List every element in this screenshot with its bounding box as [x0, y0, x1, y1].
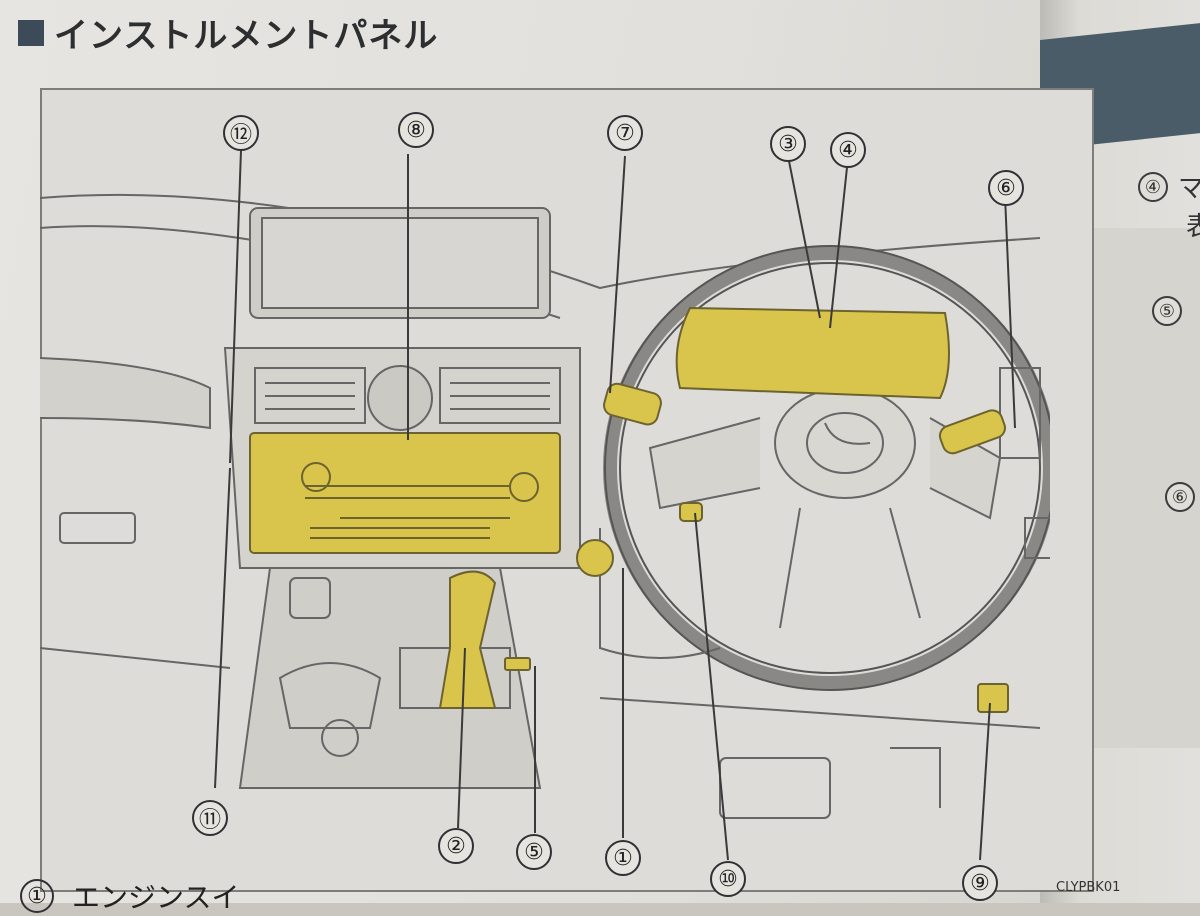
callout-9: ⑨ — [962, 865, 998, 901]
side-text-line2: 表 — [1186, 212, 1200, 242]
description-line-1: ① エンジンスイ — [20, 876, 239, 916]
callout-8: ⑧ — [398, 112, 434, 148]
callout-3: ③ — [770, 126, 806, 162]
callout-4: ④ — [830, 132, 866, 168]
illustration-code: CLYPBK01 — [1056, 880, 1121, 895]
side-callout-6: ⑥ — [1165, 482, 1195, 512]
side-text-4: マ — [1178, 174, 1200, 204]
page-title: インストルメントパネル — [54, 16, 439, 56]
description-text: エンジンスイ — [72, 881, 240, 914]
section-heading: インストルメントパネル — [18, 8, 438, 57]
instrument-panel-illustration — [40, 149, 1050, 861]
callout-11: ⑪ — [192, 800, 228, 836]
side-callout-5: ⑤ — [1152, 296, 1182, 326]
callout-2: ② — [438, 828, 474, 864]
callout-5: ⑤ — [516, 834, 552, 870]
callout-7: ⑦ — [607, 115, 643, 151]
heading-square-icon — [18, 19, 44, 46]
description-callout-1: ① — [20, 879, 54, 913]
callout-12: ⑫ — [223, 115, 259, 151]
callout-10: ⑩ — [710, 861, 746, 897]
callout-6: ⑥ — [988, 170, 1024, 206]
callout-1: ① — [605, 840, 641, 876]
side-callout-4: ④ — [1138, 172, 1168, 202]
